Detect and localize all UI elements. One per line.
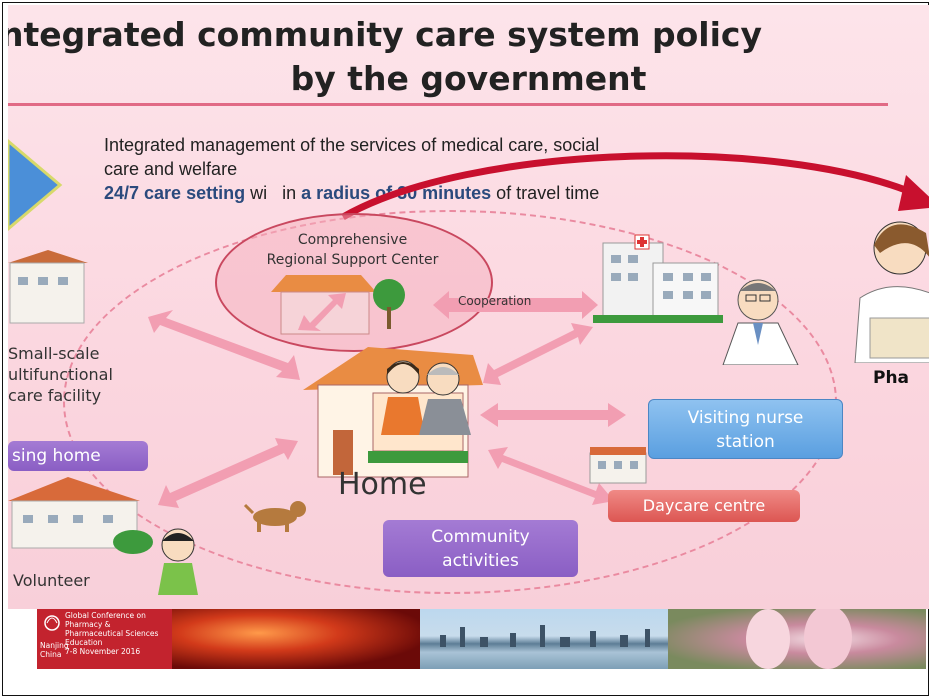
- doctor-icon: [722, 279, 799, 365]
- arrow-triangle-icon: [8, 139, 63, 231]
- slide-title: ntegrated community care system policy b…: [8, 13, 929, 101]
- conference-line-1: Global Conference on: [65, 611, 146, 620]
- support-center-line-1: Comprehensive: [297, 232, 408, 248]
- intro-line-2: care and welfare: [104, 159, 238, 179]
- intro-highlight-1: 24/7 care setting: [104, 183, 246, 203]
- city-line-1: Nanjing: [40, 641, 69, 650]
- volunteer-building-icon: [8, 477, 140, 549]
- small-scale-line-3: care facility: [8, 386, 102, 405]
- city-skyline-photo: [420, 609, 668, 669]
- community-line-2: activities: [442, 551, 519, 571]
- conference-date: 7-8 November 2016: [65, 647, 141, 656]
- hospital-icon: [593, 234, 723, 323]
- lotus-photo: [668, 609, 926, 669]
- small-scale-facility-label: Small-scale ultifunctional care facility: [8, 343, 113, 406]
- connection-arrows: [148, 293, 626, 508]
- daycare-building-icon: [589, 447, 647, 484]
- intro-mid-2: in: [282, 183, 302, 203]
- conference-line-3: Pharmaceutical Sciences: [65, 629, 159, 638]
- conference-logo-panel: Global Conference on Pharmacy & Pharmace…: [37, 609, 172, 669]
- conference-city: Nanjing China: [40, 641, 69, 659]
- intro-tail: of travel time: [491, 183, 600, 203]
- support-center-line-2: Regional Support Center: [266, 252, 439, 268]
- community-activities-badge: Community activities: [383, 520, 578, 577]
- city-line-2: China: [40, 650, 62, 659]
- small-scale-line-2: ultifunctional: [8, 365, 113, 384]
- title-rule: [8, 103, 888, 106]
- volunteer-label: Volunteer: [13, 571, 90, 590]
- conference-logo-icon: [44, 615, 60, 631]
- cooperation-label: Cooperation: [458, 294, 532, 308]
- conference-name: Global Conference on Pharmacy & Pharmace…: [65, 611, 158, 656]
- skyline-icon: [440, 625, 650, 647]
- pharmacy-label: Pha: [873, 368, 910, 388]
- support-center-building-icon: [271, 275, 405, 335]
- support-center-label: Comprehensive Regional Support Center: [220, 230, 485, 270]
- small-scale-line-1: Small-scale: [8, 344, 100, 363]
- conference-line-2: Pharmacy &: [65, 620, 111, 629]
- cooperation-arrow-icon: [433, 291, 598, 319]
- title-line-2: by the government: [290, 59, 647, 98]
- family-icon: [381, 360, 471, 435]
- title-line-1: ntegrated community care system policy: [8, 15, 762, 54]
- nursing-home-badge: sing home: [8, 441, 148, 471]
- home-label: Home: [338, 467, 427, 502]
- slide-content: ntegrated community care system policy b…: [8, 5, 929, 609]
- small-scale-facility-icon: [8, 250, 88, 324]
- visiting-nurse-badge: Visiting nurse station: [648, 399, 843, 459]
- child-icon: [158, 528, 198, 595]
- daycare-badge: Daycare centre: [608, 490, 800, 522]
- visiting-nurse-line-1: Visiting nurse: [687, 408, 804, 428]
- community-line-1: Community: [431, 527, 530, 547]
- intro-line-1: Integrated management of the services of…: [104, 135, 600, 155]
- conference-line-4: Education: [65, 638, 103, 647]
- visiting-nurse-line-2: station: [716, 432, 775, 452]
- lotus-icon: [746, 609, 852, 669]
- pharmacist-icon: [854, 221, 929, 363]
- tree-icon: [113, 530, 153, 554]
- intro-text: Integrated management of the services of…: [104, 133, 864, 205]
- lantern-photo: [172, 609, 420, 669]
- dog-icon: [243, 501, 306, 532]
- intro-mid: wi: [245, 183, 268, 203]
- curved-arrow-icon: [341, 152, 929, 221]
